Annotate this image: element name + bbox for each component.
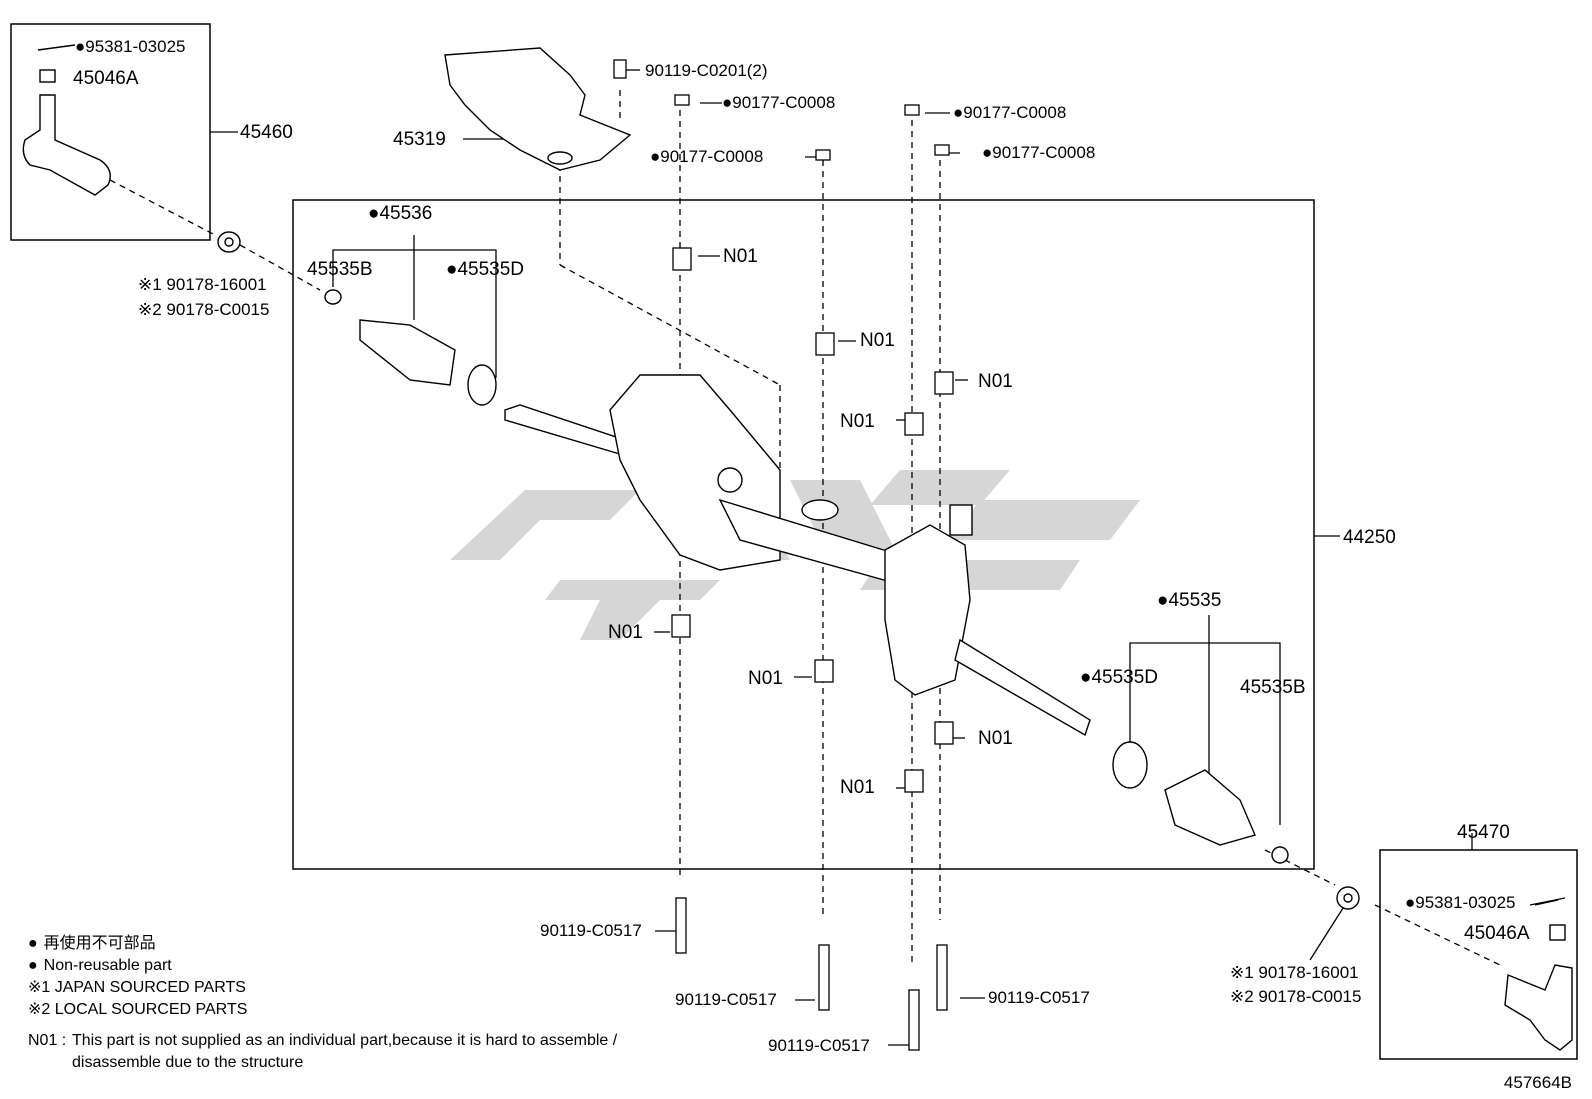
note-line-2: disassemble due to the structure bbox=[72, 1054, 304, 1071]
n01-note: N01 : This part is not supplied as an ind… bbox=[28, 1030, 768, 1074]
legend-local-sourced: ※2 LOCAL SOURCED PARTS bbox=[28, 1001, 248, 1018]
band-right-label: ●45535D bbox=[1080, 667, 1158, 688]
nut-right-label: 45046A bbox=[1464, 923, 1530, 944]
bolt-label: 90119-C0517 bbox=[540, 921, 642, 940]
nut-a-label: ●90177-C0008 bbox=[722, 93, 835, 112]
figure-code: 457664B bbox=[1503, 1073, 1572, 1092]
fasteners bbox=[613, 59, 954, 1051]
clip-left-label: 45535B bbox=[307, 259, 373, 280]
n01-label: N01 bbox=[978, 728, 1013, 749]
n01-label: N01 bbox=[860, 330, 895, 351]
bolt-shield-label: 90119-C0201(2) bbox=[645, 61, 768, 80]
gear-assembly-box bbox=[292, 199, 1315, 870]
boot-right bbox=[1112, 741, 1289, 864]
guide-lines bbox=[109, 90, 1501, 966]
tie-rod-end-right bbox=[1504, 897, 1573, 1051]
n01-label: N01 bbox=[978, 371, 1013, 392]
washer-right bbox=[1336, 886, 1360, 910]
bolt-label: 90119-C0517 bbox=[675, 990, 777, 1009]
tie-rod-end-left bbox=[22, 44, 111, 196]
note-line-1: This part is not supplied as an individu… bbox=[72, 1032, 618, 1049]
boot-left bbox=[324, 289, 497, 406]
note-prefix: N01 : bbox=[28, 1032, 67, 1049]
cotter-pin-right-label: ●95381-03025 bbox=[1405, 893, 1515, 912]
gear-assembly-label: 44250 bbox=[1343, 527, 1396, 548]
boot-kit-left-label: ●45536 bbox=[368, 203, 432, 224]
boot-kit-right-label: ●45535 bbox=[1157, 590, 1221, 611]
washer-right-local-label: ※2 90178-C0015 bbox=[1230, 987, 1361, 1006]
n01-label: N01 bbox=[840, 777, 875, 798]
n01-label: N01 bbox=[748, 668, 783, 689]
tie-rod-end-right-label: 45470 bbox=[1457, 822, 1510, 843]
washer-left-jp-label: ※1 90178-16001 bbox=[138, 275, 267, 294]
legend-japan-sourced: ※1 JAPAN SOURCED PARTS bbox=[28, 979, 246, 996]
n01-label: N01 bbox=[608, 622, 643, 643]
legend: 再使用不可部品 Non-reusable part ※1 JAPAN SOURC… bbox=[28, 933, 247, 1021]
heat-shield bbox=[444, 47, 632, 171]
heat-shield-label: 45319 bbox=[393, 129, 446, 150]
cotter-pin-left-label: ●95381-03025 bbox=[75, 37, 185, 56]
leader-lines bbox=[210, 69, 1559, 1046]
steering-rack bbox=[504, 374, 1091, 737]
band-left-label: ●45535D bbox=[446, 259, 524, 280]
clip-right-label: 45535B bbox=[1240, 677, 1306, 698]
nut-c-label: ●90177-C0008 bbox=[953, 103, 1066, 122]
bolt-label: 90119-C0517 bbox=[988, 988, 1090, 1007]
legend-non-reusable-en: Non-reusable part bbox=[28, 955, 247, 977]
n01-label: N01 bbox=[723, 246, 758, 267]
washer-left bbox=[217, 231, 241, 253]
tie-rod-end-right-box bbox=[1379, 849, 1578, 1060]
tie-rod-end-left-label: 45460 bbox=[240, 122, 293, 143]
n01-label: N01 bbox=[840, 411, 875, 432]
legend-non-reusable-jp: 再使用不可部品 bbox=[28, 933, 247, 955]
washer-right-jp-label: ※1 90178-16001 bbox=[1230, 963, 1359, 982]
nut-b-label: ●90177-C0008 bbox=[650, 147, 763, 166]
washer-left-local-label: ※2 90178-C0015 bbox=[138, 300, 269, 319]
nut-left-label: 45046A bbox=[73, 68, 139, 89]
nut-d-label: ●90177-C0008 bbox=[982, 143, 1095, 162]
bolt-label: 90119-C0517 bbox=[768, 1036, 870, 1055]
